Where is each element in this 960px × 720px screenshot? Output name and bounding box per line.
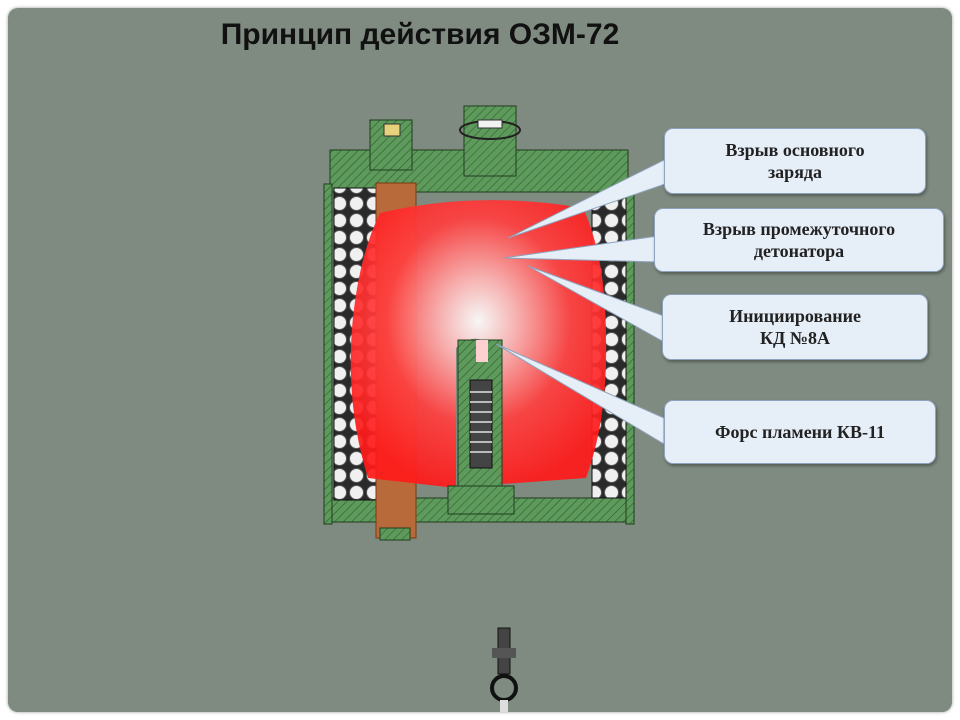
page-title: Принцип действия ОЗМ-72 xyxy=(220,18,620,51)
callout-main-charge-line1: Взрыв основного xyxy=(725,140,865,160)
central-fuze xyxy=(447,339,515,515)
callout-intermediate-detonator: Взрыв промежуточного детонатора xyxy=(654,208,944,272)
callout-flame-jet-line1: Форс пламени КВ-11 xyxy=(715,422,885,442)
callout-intermediate-line2: детонатора xyxy=(753,241,845,261)
callout-initiation: Инициирование КД №8А xyxy=(662,294,928,360)
callout-initiation-line1: Инициирование xyxy=(729,306,861,326)
pull-rod-ring xyxy=(490,627,518,712)
slide: Принцип действия ОЗМ-72 xyxy=(8,8,952,712)
callout-main-charge-line2: заряда xyxy=(767,162,823,182)
callout-flame-jet: Форс пламени КВ-11 xyxy=(664,400,936,464)
callout-intermediate-line1: Взрыв промежуточного xyxy=(702,219,896,239)
mine-cross-section-diagram xyxy=(323,105,669,712)
callout-main-charge: Взрыв основного заряда xyxy=(664,128,926,194)
callout-initiation-line2: КД №8А xyxy=(759,328,831,348)
